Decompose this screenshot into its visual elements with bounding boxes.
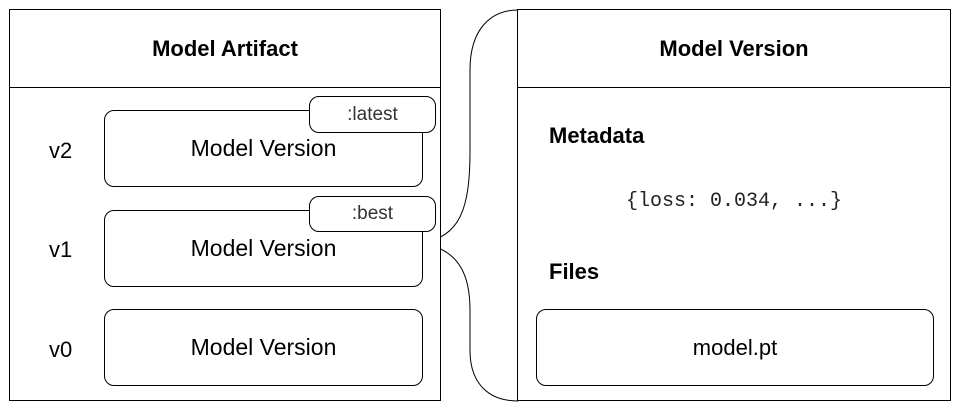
files-heading: Files [549, 259, 600, 284]
metadata-heading: Metadata [549, 123, 645, 148]
version-label-v2: v2 [49, 138, 73, 163]
version-label-v0: v0 [49, 337, 73, 362]
alias-tag-best[interactable]: :best [309, 196, 436, 232]
model-version-title: Model Version [518, 10, 950, 88]
model-version-box-v0[interactable]: Model Version [104, 309, 423, 386]
bracket-curve-top [421, 9, 519, 244]
file-item-model-pt[interactable]: model.pt [536, 309, 934, 386]
version-label-v1: v1 [49, 237, 73, 262]
metadata-value: {loss: 0.034, ...} [625, 190, 843, 213]
model-artifact-panel: Model Artifact v2 Model Version :latest … [9, 9, 441, 401]
bracket-curve-bottom [421, 242, 519, 402]
model-artifact-title: Model Artifact [10, 10, 440, 88]
model-version-panel: Model Version Metadata {loss: 0.034, ...… [517, 9, 951, 401]
alias-tag-latest[interactable]: :latest [309, 96, 436, 133]
